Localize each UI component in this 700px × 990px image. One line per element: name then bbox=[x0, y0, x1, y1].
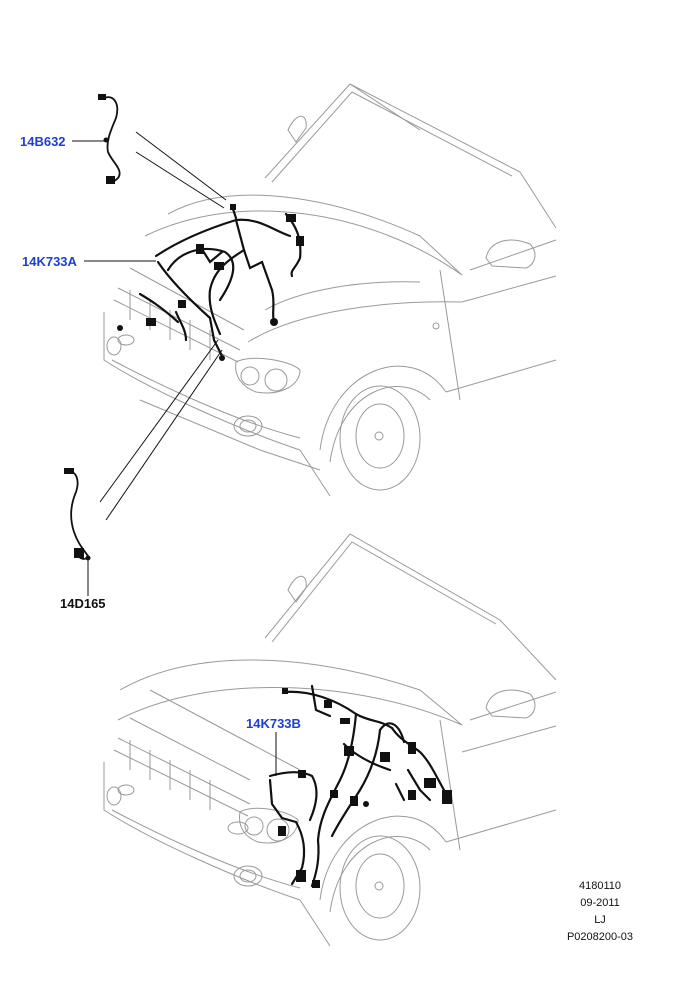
part-label-14b632[interactable]: 14B632 bbox=[20, 134, 66, 149]
harness-14k733a-connectors bbox=[117, 204, 304, 361]
footer-line-2: 09-2011 bbox=[580, 897, 620, 909]
harness-14b632-connectors bbox=[98, 94, 115, 184]
vehicle-bottom-outline bbox=[103, 533, 557, 947]
part-label-14k733b[interactable]: 14K733B bbox=[246, 716, 301, 731]
part-label-14d165: 14D165 bbox=[60, 596, 106, 611]
harness-14d165 bbox=[67, 470, 90, 560]
part-label-14k733a[interactable]: 14K733A bbox=[22, 254, 77, 269]
drawing-reference-block: 4180110 09-2011 LJ P0208200-03 bbox=[560, 878, 640, 946]
footer-line-1: 4180110 bbox=[578, 880, 621, 892]
footer-line-4: P0208200-03 bbox=[566, 931, 634, 943]
harness-14d165-connectors bbox=[64, 468, 91, 561]
vehicle-top-outline bbox=[103, 83, 557, 497]
harness-14k733a bbox=[138, 204, 302, 358]
footer-line-3: LJ bbox=[594, 914, 606, 926]
leader-lines-top bbox=[72, 131, 227, 596]
harness-14k733b-connectors bbox=[278, 688, 452, 888]
